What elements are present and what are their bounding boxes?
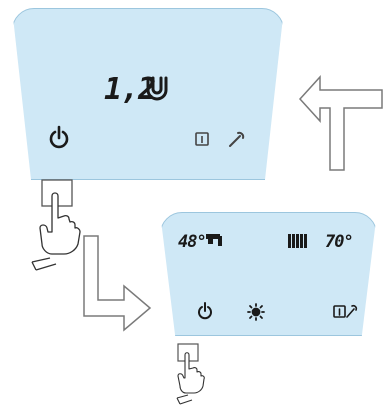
- info-icon-top[interactable]: [195, 132, 209, 146]
- radiator-icon: [288, 234, 307, 248]
- heating-temperature: 70°: [325, 232, 354, 252]
- tap-icon: [206, 234, 222, 246]
- info-wrench-icon[interactable]: [333, 304, 358, 318]
- wrench-icon-top[interactable]: [229, 131, 245, 147]
- pressure-icon: [146, 76, 168, 101]
- dhw-temperature: 48°: [178, 232, 207, 252]
- arrow-left-outline-icon: [298, 75, 383, 171]
- arrow-right-outline-icon: [83, 235, 152, 332]
- power-icon-bottom[interactable]: [198, 302, 212, 320]
- hand-pointer-icon-top: [31, 192, 81, 271]
- sun-icon[interactable]: [247, 303, 265, 321]
- hand-pointer-icon-bottom: [176, 352, 205, 405]
- display-panel-bottom: [160, 212, 377, 336]
- power-icon-top[interactable]: [49, 125, 69, 149]
